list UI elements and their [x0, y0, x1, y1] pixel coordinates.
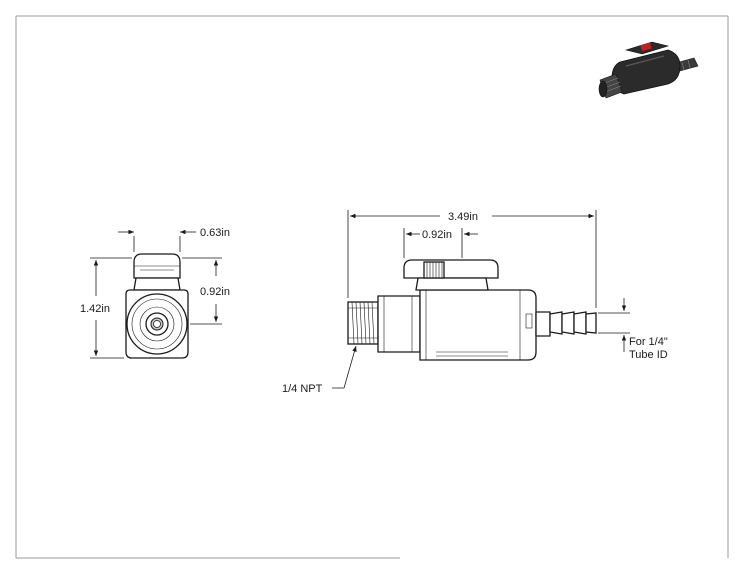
- dim-end-handle-height-label: 0.92in: [200, 286, 230, 298]
- dim-end-handle-height: [182, 257, 222, 325]
- dim-side-total-length-label: 3.49in: [448, 211, 478, 223]
- dim-tube-id: [598, 298, 630, 352]
- dim-end-width: [118, 229, 196, 252]
- thread-leader: [332, 345, 357, 389]
- side-view: [347, 259, 597, 361]
- thread-callout: 1/4 NPT: [282, 383, 323, 395]
- valve-3d-thumbnail: [598, 41, 699, 99]
- dim-side-total-length: [347, 210, 597, 308]
- dim-side-handle-width-label: 0.92in: [422, 229, 452, 241]
- dim-end-total-height: [90, 257, 132, 359]
- end-view: [125, 253, 189, 359]
- tube-callout-line2: Tube ID: [629, 349, 668, 361]
- dim-end-total-height-label: 1.42in: [80, 303, 110, 315]
- dim-end-width-label: 0.63in: [200, 227, 230, 239]
- tube-callout-line1: For 1/4": [629, 336, 668, 348]
- handle-knurl: [423, 261, 445, 279]
- sheet-border: [15, 15, 729, 559]
- dim-side-handle-width: [403, 228, 478, 258]
